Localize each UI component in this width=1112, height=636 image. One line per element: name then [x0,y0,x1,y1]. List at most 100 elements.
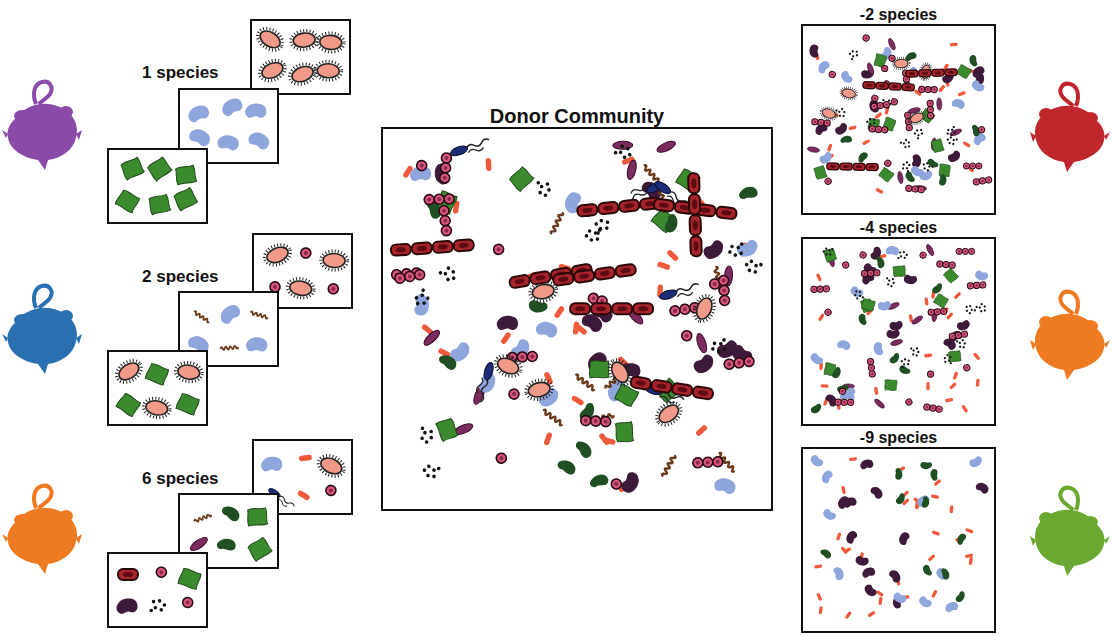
bacterium [813,165,827,180]
bacterium [878,167,894,183]
bacterium [893,57,910,70]
box-heading: -2 species [763,6,1034,24]
bacterium [811,118,830,126]
bacterium [926,382,929,390]
bacterium [866,62,875,75]
bacterium [175,392,200,415]
bacterium [818,606,822,614]
bacterium [907,109,927,127]
bacterium [814,564,822,568]
bacterium [910,346,921,358]
mouse-icon [1030,84,1110,172]
bacterium [524,377,555,402]
bacterium [874,112,882,120]
bacterium [188,535,209,553]
bacterium [974,480,990,495]
bacterium [828,70,836,78]
bacterium [931,138,945,153]
bacterium [550,211,564,234]
bacterium [975,301,988,314]
bacterium [142,396,172,419]
bacterium [967,282,986,289]
bacterium [217,302,243,326]
bacterium [871,101,890,110]
bacterium [943,354,952,365]
bacterium [892,591,908,605]
bacterium [936,98,942,111]
bacterium [320,250,348,270]
bacterium [486,158,492,171]
bacterium [956,591,965,602]
bacterium [841,486,846,495]
bacterium [588,470,610,493]
bacterium [439,355,457,370]
bacterium [861,269,880,276]
bacterium [836,338,851,351]
mouse-icon [1030,292,1110,380]
bacterium [963,364,971,372]
bacterium [835,106,847,119]
bacterium [146,156,172,181]
bacterium [317,32,345,53]
bacterium [718,275,730,305]
box-heading: Donor Community [343,105,811,127]
bacterium [931,494,940,499]
species-count-label: 6 species [140,469,221,489]
bacterium [876,590,885,597]
bacterium [246,129,272,152]
bacterium [973,352,981,360]
bacterium [861,298,876,312]
bacterium [819,469,834,485]
bacterium [961,405,968,414]
bacterium [905,185,924,193]
bacterium [956,64,972,79]
bacterium [969,557,974,565]
bacterium [695,332,709,353]
bacterium [927,371,933,377]
bacterium [848,125,857,130]
bacterium [917,595,933,610]
bacterium [874,387,879,395]
bacterium [956,337,968,350]
community-box [251,20,350,94]
bacterium [610,478,623,491]
bacterium [287,60,319,87]
bacterium [542,409,564,426]
bacterium [534,319,559,339]
box-heading: -4 species [763,219,1034,237]
bacterium [695,424,708,437]
bacterium [727,242,746,258]
bacterium [246,336,268,352]
bacterium [690,292,718,324]
bacterium [967,54,981,68]
bacterium [693,457,723,469]
bacterium [951,97,967,110]
species-count-label: 1 species [140,63,221,83]
bacterium [743,257,764,276]
bacterium [436,417,459,441]
bacterium [932,530,941,536]
bacterium [891,467,904,481]
bacterium [247,537,273,562]
bacterium [553,305,565,319]
bacterium [957,534,966,545]
bacterium [299,246,313,260]
bacterium [839,133,853,147]
bacterium [933,293,949,308]
bacterium [921,564,935,577]
bacterium [297,490,311,501]
bacterium [970,79,986,94]
bacterium [219,96,244,118]
bacterium [187,126,213,149]
bacterium [474,361,495,403]
bacterium [875,187,884,194]
bacterium [953,292,961,300]
bacterium [884,380,897,391]
bacterium [156,566,168,578]
box-heading: -9 species [763,429,1034,447]
bacterium [968,455,984,469]
bacterium [254,24,287,55]
bacterium [449,136,491,160]
bacterium [424,194,454,205]
